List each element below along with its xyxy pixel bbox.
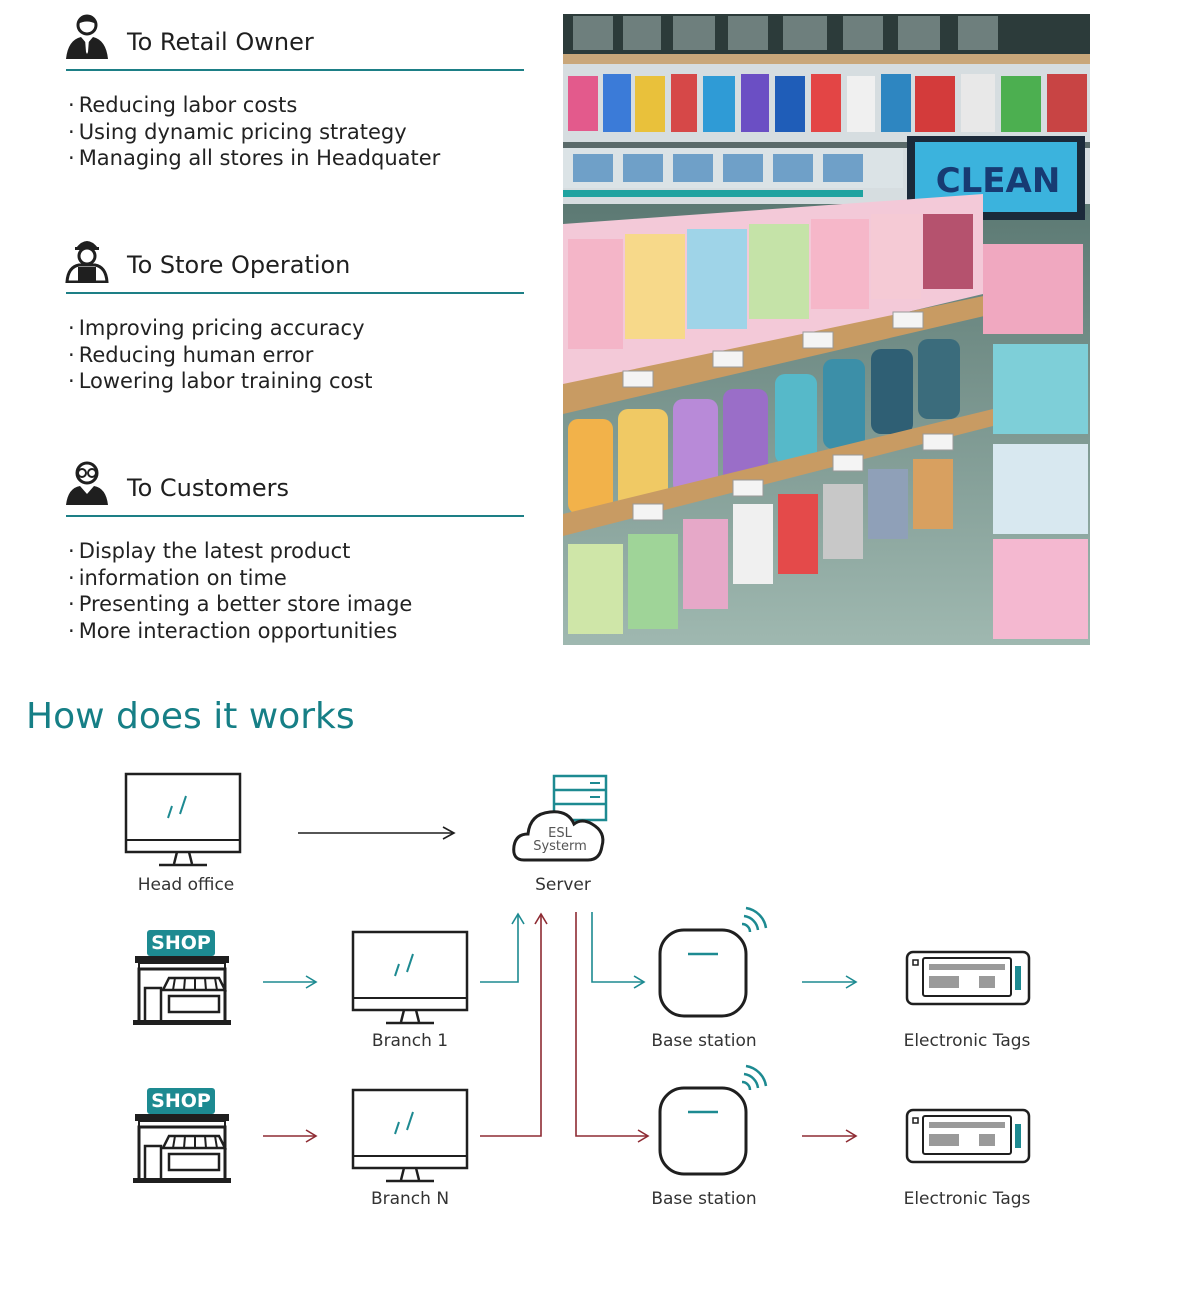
shop-1-to-branch-1-arrow xyxy=(263,975,318,989)
shop-badge: SHOP xyxy=(147,930,215,956)
server-label: Server xyxy=(535,875,591,895)
storefront-icon xyxy=(133,956,231,1025)
electronic-tags-1-label: Electronic Tags xyxy=(903,1031,1031,1051)
shelf-illustration: CLEAN xyxy=(563,14,1090,645)
shop-n-to-branch-n-arrow xyxy=(263,1129,318,1143)
base-station-2-to-tags-arrow xyxy=(802,1129,858,1143)
list-item: More interaction opportunities xyxy=(68,618,412,645)
server-to-base-station-2-arrow xyxy=(575,912,650,1143)
head-office-arrow xyxy=(298,826,456,840)
store-shelf-photo: CLEAN xyxy=(563,14,1090,645)
list-item: Display the latest product xyxy=(68,538,412,565)
diagram-heading: How does it works xyxy=(26,696,355,737)
section-title: To Customers xyxy=(127,474,289,502)
cloud-text-system: Systerm xyxy=(533,839,587,854)
customers-section: To Customers Display the latest product … xyxy=(64,460,524,650)
sign-text: CLEAN xyxy=(936,161,1061,201)
retail-owner-section: To Retail Owner Reducing labor costs Usi… xyxy=(64,14,524,174)
businessman-icon xyxy=(66,14,108,59)
branch-n-to-server-arrow xyxy=(480,912,548,1137)
section-divider xyxy=(66,69,524,71)
list-item: Presenting a better store image xyxy=(68,591,413,618)
section-title: To Retail Owner xyxy=(127,28,314,56)
list-item: Reducing human error xyxy=(68,342,373,369)
section-divider xyxy=(66,292,524,294)
branch-n-monitor-icon xyxy=(351,1088,469,1183)
customer-icon xyxy=(66,461,108,505)
base-station-1-icon xyxy=(658,906,768,1018)
server-cloud-icon xyxy=(512,774,608,862)
section-divider xyxy=(66,515,524,517)
branch-1-monitor-icon xyxy=(351,930,469,1025)
list-item: Reducing labor costs xyxy=(68,92,440,119)
electronic-tag-1-icon xyxy=(905,950,1031,1006)
list-item: Managing all stores in Headquater xyxy=(68,145,441,172)
base-station-1-label: Base station xyxy=(651,1031,757,1051)
shop-1: SHOP xyxy=(133,930,231,1026)
clean-sign: CLEAN xyxy=(907,136,1085,220)
list-item: Improving pricing accuracy xyxy=(68,315,373,342)
list-item: Using dynamic pricing strategy xyxy=(68,119,440,146)
cloud-text-esl: ESL xyxy=(548,826,572,841)
shop-n: SHOP xyxy=(133,1088,231,1184)
branch-1-label: Branch 1 xyxy=(371,1031,449,1051)
server-to-base-station-1-arrow xyxy=(591,912,646,989)
bullet-list: Display the latest product information o… xyxy=(68,538,413,645)
shop-badge: SHOP xyxy=(147,1088,215,1114)
head-office-label: Head office xyxy=(137,875,235,895)
electronic-tag-2-icon xyxy=(905,1108,1031,1164)
bullet-list: Reducing labor costs Using dynamic prici… xyxy=(68,92,441,172)
list-item: information on time xyxy=(68,565,412,592)
bullet-list: Improving pricing accuracy Reducing huma… xyxy=(68,315,373,395)
store-operation-section: To Store Operation Improving pricing acc… xyxy=(64,237,524,397)
worker-icon xyxy=(65,241,109,283)
list-item: Lowering labor training cost xyxy=(68,368,373,395)
head-office-monitor-icon xyxy=(124,772,242,867)
section-title: To Store Operation xyxy=(127,251,351,279)
storefront-icon xyxy=(133,1114,231,1183)
base-station-2-icon xyxy=(658,1064,768,1176)
branch-1-to-server-arrow xyxy=(480,912,525,983)
base-station-2-label: Base station xyxy=(651,1189,757,1209)
electronic-tags-2-label: Electronic Tags xyxy=(903,1189,1031,1209)
branch-n-label: Branch N xyxy=(370,1189,450,1209)
base-station-1-to-tags-arrow xyxy=(802,975,858,989)
